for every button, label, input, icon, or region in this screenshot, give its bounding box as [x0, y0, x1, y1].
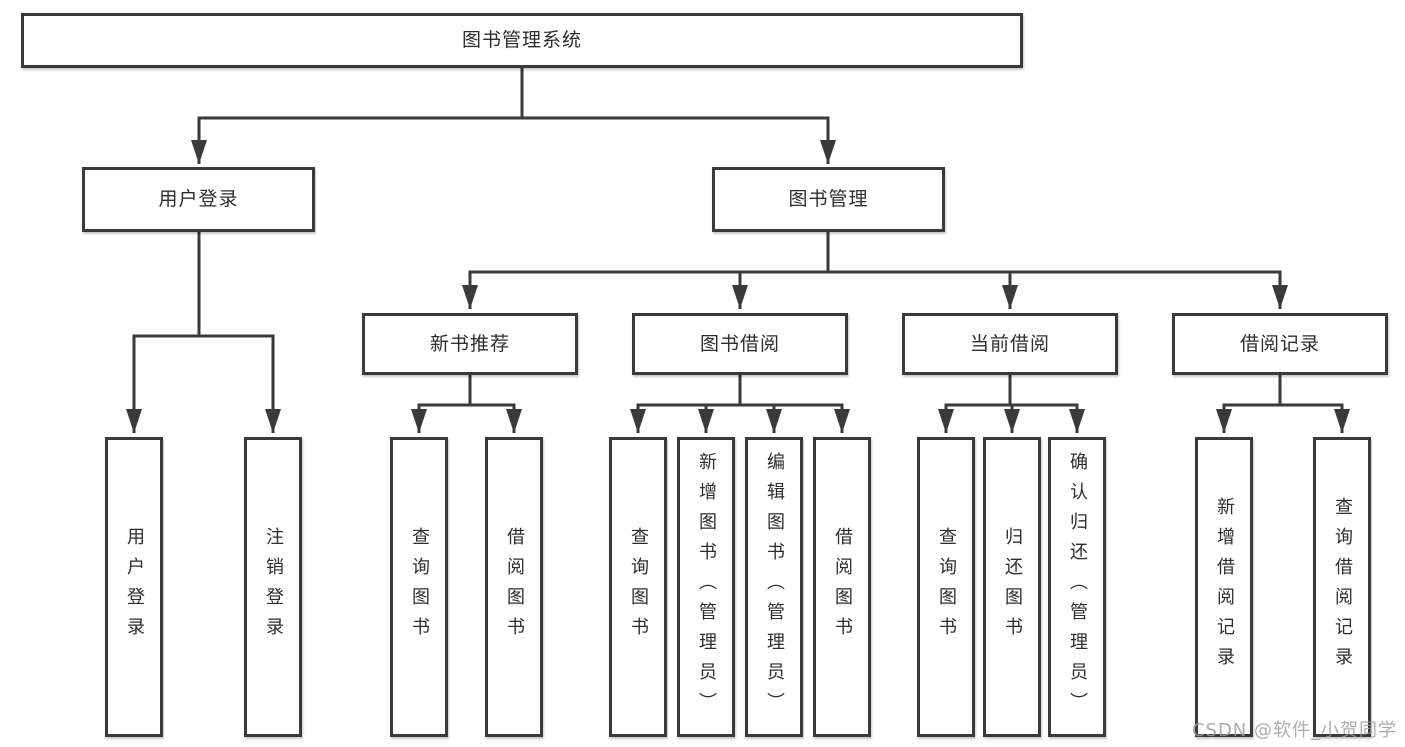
node-book-borrowing-label: 图书借阅 — [699, 332, 780, 355]
node-user-login-branch: 用户登录 — [82, 167, 315, 232]
connector-group — [126, 68, 1350, 433]
node-book-management-label: 图书管理 — [788, 188, 869, 210]
node-new-book-recommendation-label: 新书推荐 — [429, 332, 510, 355]
node-book-borrowing: 图书借阅 — [632, 313, 848, 375]
node-current-borrowing: 当前借阅 — [902, 313, 1118, 375]
leaf-query-borrow-record: 查询借阅记录 — [1313, 437, 1371, 737]
leaf-edit-books-admin: 编辑图书（管理员） — [745, 437, 803, 737]
leaf-logout-label: 注销登录 — [263, 527, 284, 647]
leaf-user-login: 用户登录 — [105, 437, 163, 737]
node-current-borrowing-label: 当前借阅 — [969, 332, 1050, 355]
watermark-text: CSDN @软件_小贺同学 — [1191, 720, 1397, 741]
leaf-recommend-borrow-books-label: 借阅图书 — [504, 527, 525, 647]
leaf-current-query-books-label: 查询图书 — [936, 527, 957, 647]
leaf-return-books-label: 归还图书 — [1002, 527, 1023, 647]
leaf-edit-books-admin-label: 编辑图书（管理员） — [764, 452, 785, 722]
node-borrowing-records: 借阅记录 — [1172, 313, 1388, 375]
leaf-confirm-return-admin-label: 确认归还（管理员） — [1067, 452, 1088, 722]
leaf-recommend-query-books-label: 查询图书 — [409, 527, 430, 647]
leaf-return-books: 归还图书 — [983, 437, 1041, 737]
node-new-book-recommendation: 新书推荐 — [362, 313, 578, 375]
node-user-login-label: 用户登录 — [158, 188, 239, 210]
leaf-add-books-admin: 新增图书（管理员） — [677, 437, 735, 737]
leaf-borrow-books-label: 借阅图书 — [832, 527, 853, 647]
leaf-confirm-return-admin: 确认归还（管理员） — [1048, 437, 1106, 737]
node-root-label: 图书管理系统 — [461, 29, 582, 51]
leaf-user-login-label: 用户登录 — [124, 527, 145, 647]
node-borrowing-records-label: 借阅记录 — [1239, 332, 1320, 355]
leaf-query-borrow-record-label: 查询借阅记录 — [1332, 497, 1353, 677]
leaf-borrow-query-books-label: 查询图书 — [628, 527, 649, 647]
leaf-recommend-borrow-books: 借阅图书 — [485, 437, 543, 737]
leaf-add-borrow-record: 新增借阅记录 — [1195, 437, 1253, 737]
leaf-logout: 注销登录 — [244, 437, 302, 737]
leaf-current-query-books: 查询图书 — [917, 437, 975, 737]
leaf-borrow-books: 借阅图书 — [813, 437, 871, 737]
leaf-add-borrow-record-label: 新增借阅记录 — [1214, 497, 1235, 677]
leaf-add-books-admin-label: 新增图书（管理员） — [696, 452, 717, 722]
node-book-management: 图书管理 — [712, 167, 945, 232]
leaf-borrow-query-books: 查询图书 — [609, 437, 667, 737]
leaf-recommend-query-books: 查询图书 — [390, 437, 448, 737]
node-root: 图书管理系统 — [21, 13, 1023, 68]
